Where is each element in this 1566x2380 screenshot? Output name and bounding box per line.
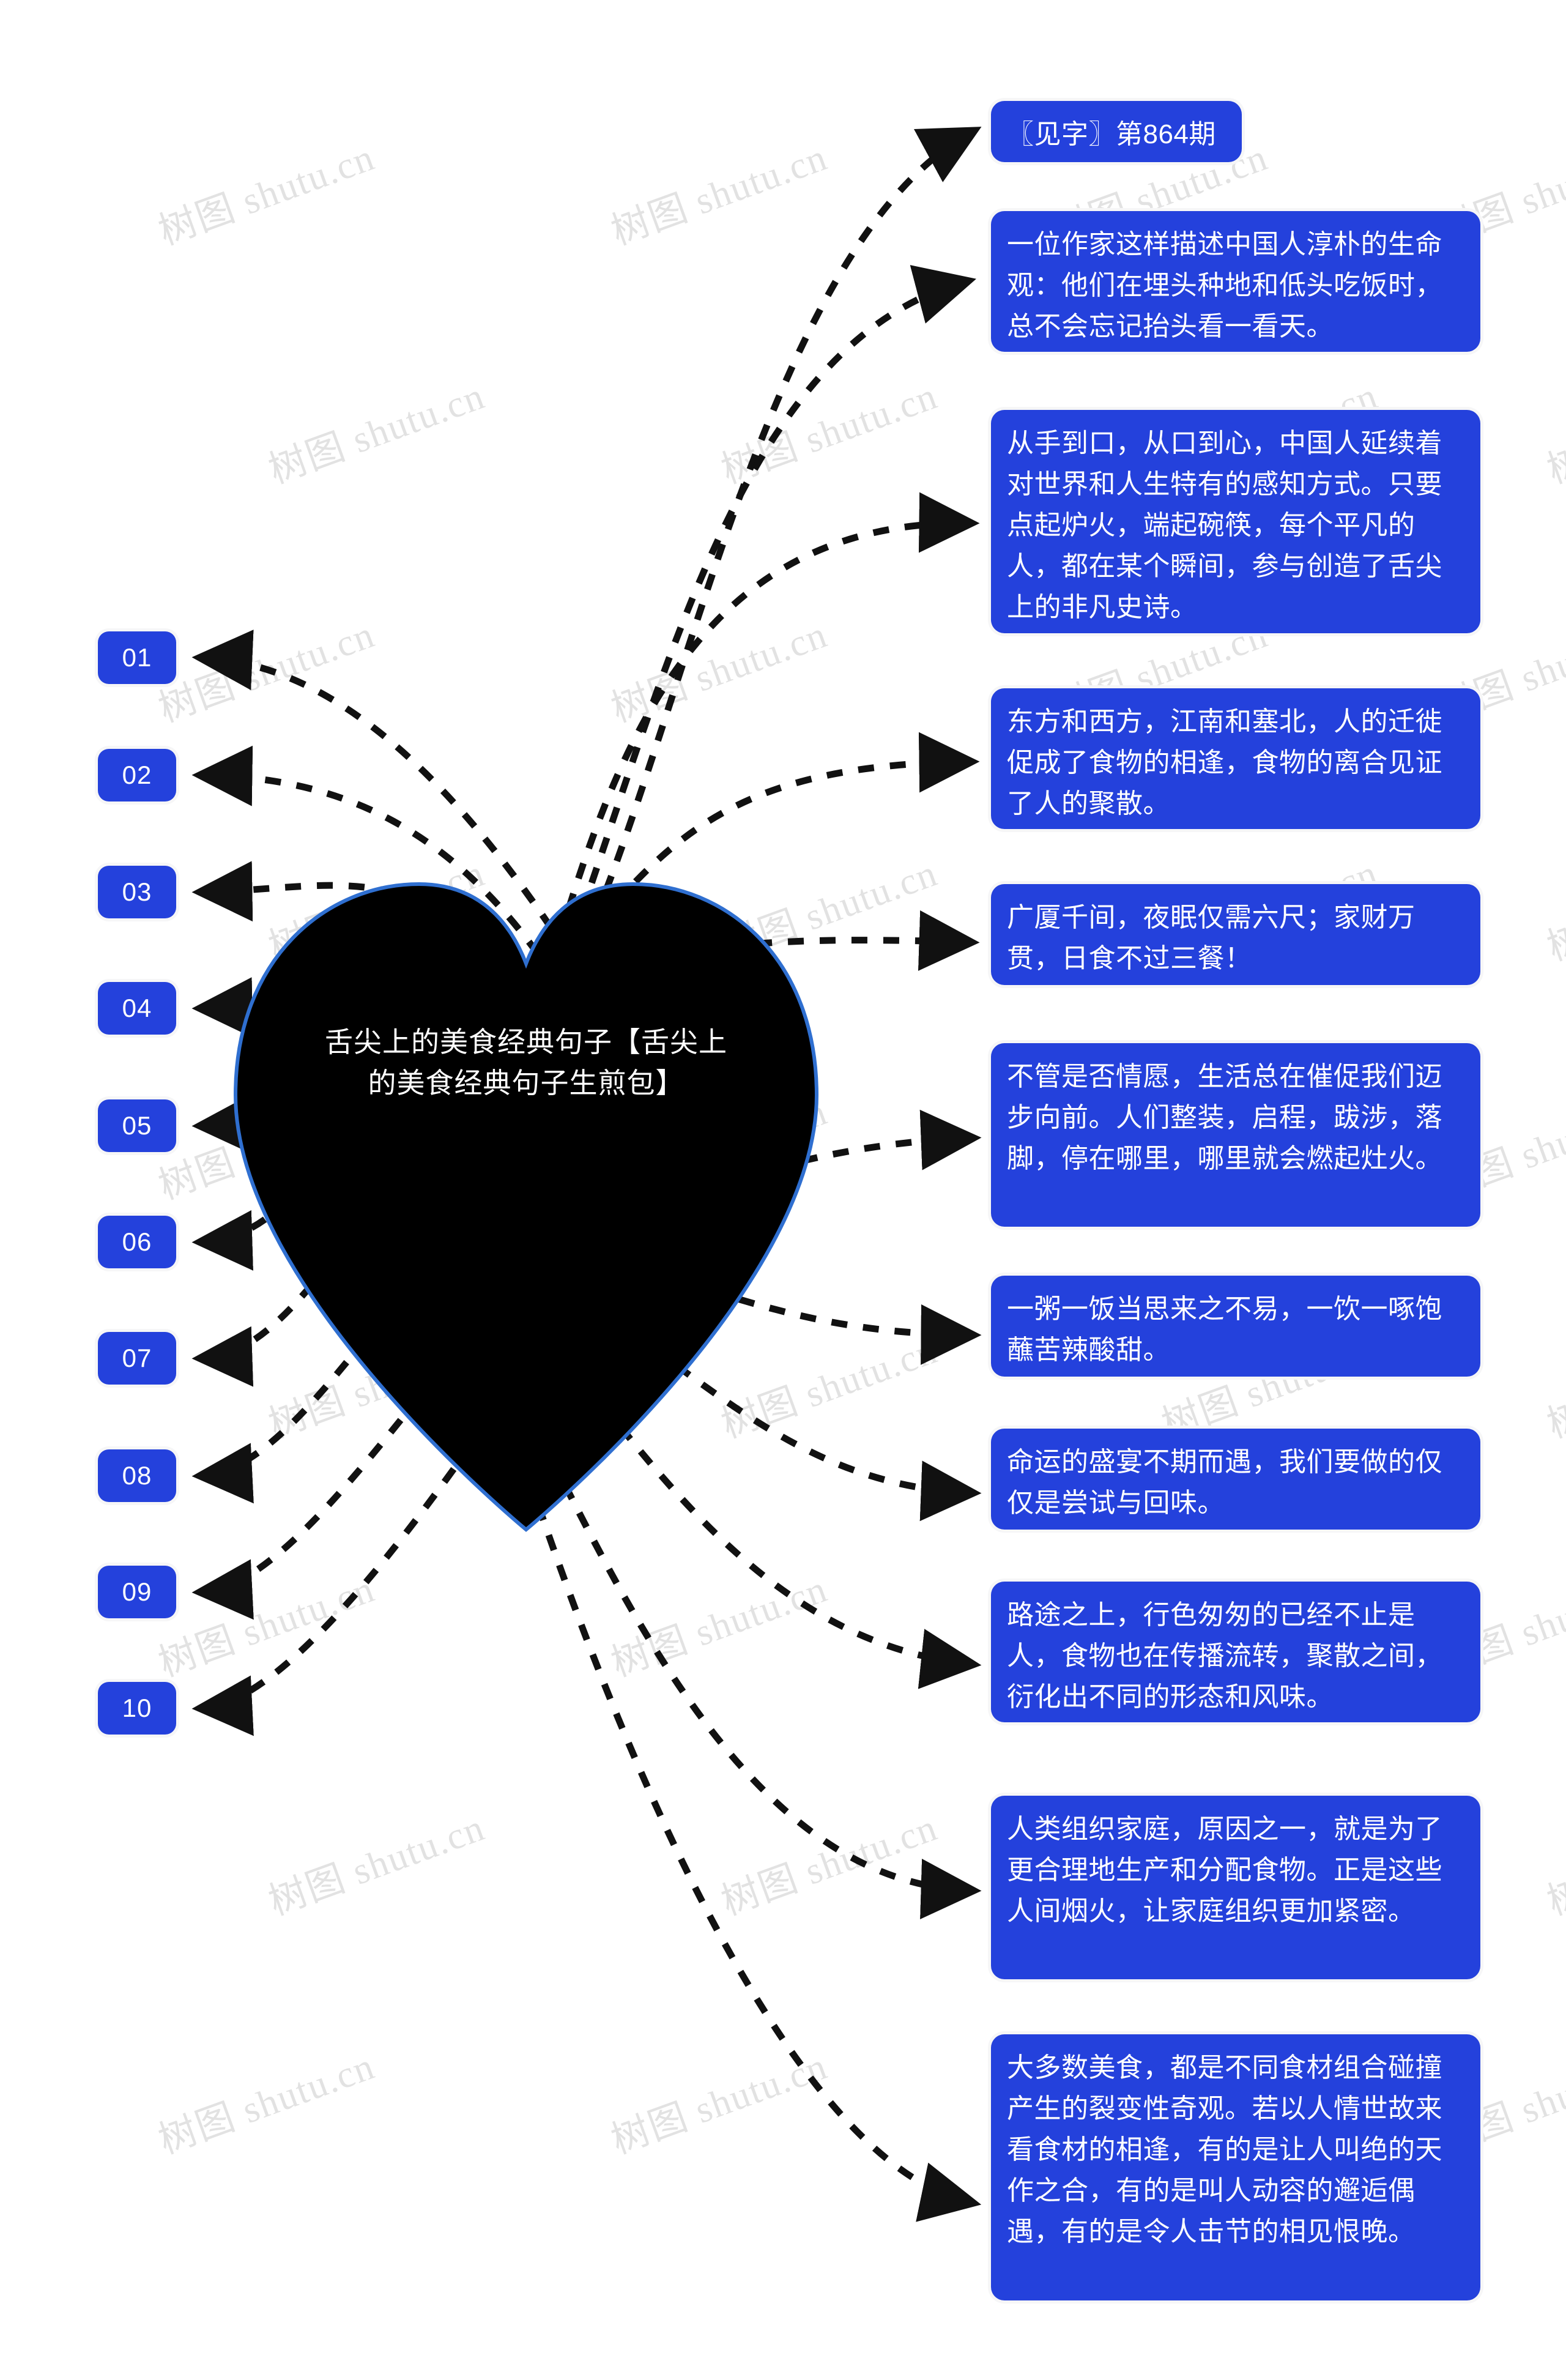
number-badge-10[interactable]: 10	[98, 1682, 176, 1735]
note-box-10[interactable]: 人类组织家庭，原因之一，就是为了更合理地生产和分配食物。正是这些人间烟火，让家庭…	[991, 1796, 1480, 1979]
note-box-1[interactable]: 〖见字〗第864期	[991, 101, 1242, 162]
number-badge-08[interactable]: 08	[98, 1449, 176, 1502]
watermark-text: 树图 shutu.cn	[606, 136, 833, 253]
note-text: 人类组织家庭，原因之一，就是为了更合理地生产和分配食物。正是这些人间烟火，让家庭…	[1007, 1814, 1442, 1926]
note-box-5[interactable]: 广厦千间，夜眠仅需六尺；家财万贯，日食不过三餐！	[991, 884, 1480, 985]
watermark-text: 树图 shutu.cn	[153, 614, 380, 731]
note-box-3[interactable]: 从手到口，从口到心，中国人延续着对世界和人生特有的感知方式。只要点起炉火，端起碗…	[991, 410, 1480, 633]
watermark-text: 树图 shutu.cn	[606, 614, 833, 731]
note-text: 大多数美食，都是不同食材组合碰撞产生的裂变性奇观。若以人情世故来看食材的相逢，有…	[1007, 2053, 1442, 2247]
watermark-text: 树图 shutu.cn	[606, 2045, 833, 2162]
note-text: 广厦千间，夜眠仅需六尺；家财万贯，日食不过三餐！	[1007, 902, 1416, 973]
heart-shape-icon	[233, 882, 819, 1532]
number-badge-03[interactable]: 03	[98, 866, 176, 918]
watermark-text: 树图 shutu.cn	[1542, 375, 1566, 492]
watermark-text: 树图 shutu.cn	[263, 375, 491, 492]
number-badge-09[interactable]: 09	[98, 1566, 176, 1618]
note-box-7[interactable]: 一粥一饭当思来之不易，一饮一啄饱蘸苦辣酸甜。	[991, 1276, 1480, 1377]
note-box-4[interactable]: 东方和西方，江南和塞北，人的迁徙促成了食物的相逢，食物的离合见证了人的聚散。	[991, 688, 1480, 829]
watermark-text: 树图 shutu.cn	[1542, 852, 1566, 969]
number-badge-02[interactable]: 02	[98, 749, 176, 801]
watermark-text: 树图 shutu.cn	[606, 1568, 833, 1685]
badge-label: 07	[122, 1344, 152, 1372]
watermark-text: 树图 shutu.cn	[263, 1807, 491, 1924]
watermark-text: 树图 shutu.cn	[716, 375, 943, 492]
watermark-text: 树图 shutu.cn	[153, 1568, 380, 1685]
badge-label: 02	[122, 760, 152, 789]
note-text: 不管是否情愿，生活总在催促我们迈步向前。人们整装，启程，跋涉，落脚，停在哪里，哪…	[1007, 1062, 1442, 1173]
badge-label: 09	[122, 1577, 152, 1606]
watermark-text: 树图 shutu.cn	[1542, 1329, 1566, 1446]
watermark-text: 树图 shutu.cn	[153, 136, 380, 253]
note-box-2[interactable]: 一位作家这样描述中国人淳朴的生命观：他们在埋头种地和低头吃饭时，总不会忘记抬头看…	[991, 211, 1480, 352]
badge-label: 04	[122, 994, 152, 1022]
note-box-11[interactable]: 大多数美食，都是不同食材组合碰撞产生的裂变性奇观。若以人情世故来看食材的相逢，有…	[991, 2034, 1480, 2300]
note-box-9[interactable]: 路途之上，行色匆匆的已经不止是人，食物也在传播流转，聚散之间，衍化出不同的形态和…	[991, 1582, 1480, 1722]
number-badge-01[interactable]: 01	[98, 631, 176, 684]
watermark-text: 树图 shutu.cn	[153, 2045, 380, 2162]
badge-label: 03	[122, 877, 152, 906]
note-text: 一粥一饭当思来之不易，一饮一啄饱蘸苦辣酸甜。	[1007, 1294, 1442, 1365]
number-badge-07[interactable]: 07	[98, 1332, 176, 1385]
note-text: 命运的盛宴不期而遇，我们要做的仅仅是尝试与回味。	[1007, 1447, 1442, 1518]
badge-label: 01	[122, 643, 152, 672]
note-text: 东方和西方，江南和塞北，人的迁徙促成了食物的相逢，食物的离合见证了人的聚散。	[1007, 707, 1442, 819]
note-text: 路途之上，行色匆匆的已经不止是人，食物也在传播流转，聚散之间，衍化出不同的形态和…	[1007, 1600, 1442, 1712]
badge-label: 06	[122, 1227, 152, 1256]
central-topic-label: 舌尖上的美食经典句子【舌尖上的美食经典句子生煎包】	[325, 1026, 727, 1099]
badge-label: 10	[122, 1694, 152, 1722]
note-text: 从手到口，从口到心，中国人延续着对世界和人生特有的感知方式。只要点起炉火，端起碗…	[1007, 428, 1442, 622]
watermark-text: 树图 shutu.cn	[716, 1807, 943, 1924]
badge-label: 05	[122, 1111, 152, 1140]
watermark-text: 树图 shutu.cn	[1542, 1807, 1566, 1924]
note-text: 〖见字〗第864期	[1007, 119, 1216, 149]
central-topic-heart[interactable]: 舌尖上的美食经典句子【舌尖上的美食经典句子生煎包】	[217, 850, 835, 1533]
number-badge-04[interactable]: 04	[98, 982, 176, 1035]
badge-label: 08	[122, 1461, 152, 1490]
number-badge-05[interactable]: 05	[98, 1099, 176, 1152]
number-badge-06[interactable]: 06	[98, 1216, 176, 1268]
note-text: 一位作家这样描述中国人淳朴的生命观：他们在埋头种地和低头吃饭时，总不会忘记抬头看…	[1007, 229, 1442, 341]
note-box-6[interactable]: 不管是否情愿，生活总在催促我们迈步向前。人们整装，启程，跋涉，落脚，停在哪里，哪…	[991, 1043, 1480, 1227]
note-box-8[interactable]: 命运的盛宴不期而遇，我们要做的仅仅是尝试与回味。	[991, 1429, 1480, 1530]
